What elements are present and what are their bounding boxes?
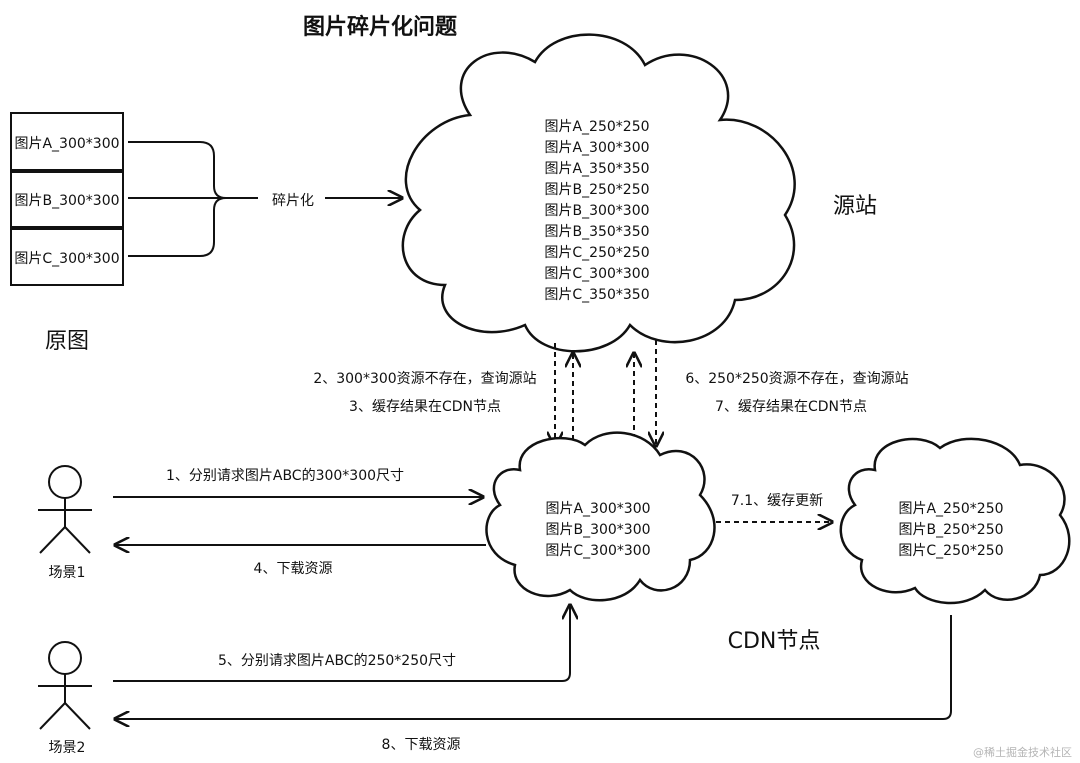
merge-brace xyxy=(128,141,258,257)
watermark: @稀土掘金技术社区 xyxy=(973,745,1072,759)
actor-scene-2 xyxy=(38,641,92,730)
cdn-items-1: 图片A_300*300 图片B_300*300 图片C_300*300 xyxy=(545,501,650,559)
step-4-label: 4、下载资源 xyxy=(254,561,333,577)
original-image-c: 图片C_300*300 xyxy=(14,251,119,267)
step-7-label: 7、缓存结果在CDN节点 xyxy=(715,399,867,415)
origin-item: 图片A_350*350 xyxy=(544,161,649,177)
original-box-a xyxy=(10,112,124,171)
origin-label: 源站 xyxy=(833,194,877,219)
origin-item: 图片C_250*250 xyxy=(544,245,649,261)
original-image-a: 图片A_300*300 xyxy=(14,136,119,152)
origin-item: 图片C_300*300 xyxy=(544,266,649,282)
cdn-cloud-2 xyxy=(839,437,1071,605)
origin-item: 图片B_350*350 xyxy=(544,224,649,240)
step-8-label: 8、下载资源 xyxy=(382,737,461,753)
cdn-item-1: 图片A_300*300 xyxy=(545,501,650,517)
origin-items: 图片A_250*250 图片A_300*300 图片A_350*350 图片B_… xyxy=(544,119,649,303)
cdn-item-2: 图片A_250*250 xyxy=(898,501,1003,517)
original-box-c xyxy=(10,228,124,286)
step-5-label: 5、分别请求图片ABC的250*250尺寸 xyxy=(218,653,456,669)
step-2-label: 2、300*300资源不存在，查询源站 xyxy=(313,371,536,387)
fragment-label: 碎片化 xyxy=(272,193,314,209)
original-box-b xyxy=(10,171,124,228)
actor-scene-1 xyxy=(38,465,92,554)
diagram-title: 图片碎片化问题 xyxy=(303,14,458,40)
cdn-item-2: 图片C_250*250 xyxy=(898,543,1003,559)
cdn-item-1: 图片B_300*300 xyxy=(545,522,650,538)
actor-scene-1-label: 场景1 xyxy=(49,565,86,581)
original-images-group: 图片A_300*300 图片B_300*300 图片C_300*300 xyxy=(10,112,124,286)
request-250-arrow xyxy=(113,605,570,682)
cdn-cloud-1 xyxy=(485,431,716,602)
origin-item: 图片C_350*350 xyxy=(544,287,649,303)
actor-scene-2-label: 场景2 xyxy=(49,740,86,756)
original-label: 原图 xyxy=(45,329,89,354)
origin-item: 图片B_300*300 xyxy=(544,203,649,219)
cdn-label: CDN节点 xyxy=(728,629,821,654)
download-arrow-2 xyxy=(115,615,952,719)
step-6-label: 6、250*250资源不存在，查询源站 xyxy=(685,371,908,387)
original-image-b: 图片B_300*300 xyxy=(14,193,119,209)
origin-item: 图片A_250*250 xyxy=(544,119,649,135)
cdn-items-2: 图片A_250*250 图片B_250*250 图片C_250*250 xyxy=(898,501,1003,559)
origin-item: 图片A_300*300 xyxy=(544,140,649,156)
step-3-label: 3、缓存结果在CDN节点 xyxy=(349,399,501,415)
step-1-label: 1、分别请求图片ABC的300*300尺寸 xyxy=(166,468,404,484)
cdn-item-2: 图片B_250*250 xyxy=(898,522,1003,538)
origin-cloud xyxy=(401,33,796,353)
step-7-1-label: 7.1、缓存更新 xyxy=(731,493,823,509)
cdn-item-1: 图片C_300*300 xyxy=(545,543,650,559)
origin-item: 图片B_250*250 xyxy=(544,182,649,198)
